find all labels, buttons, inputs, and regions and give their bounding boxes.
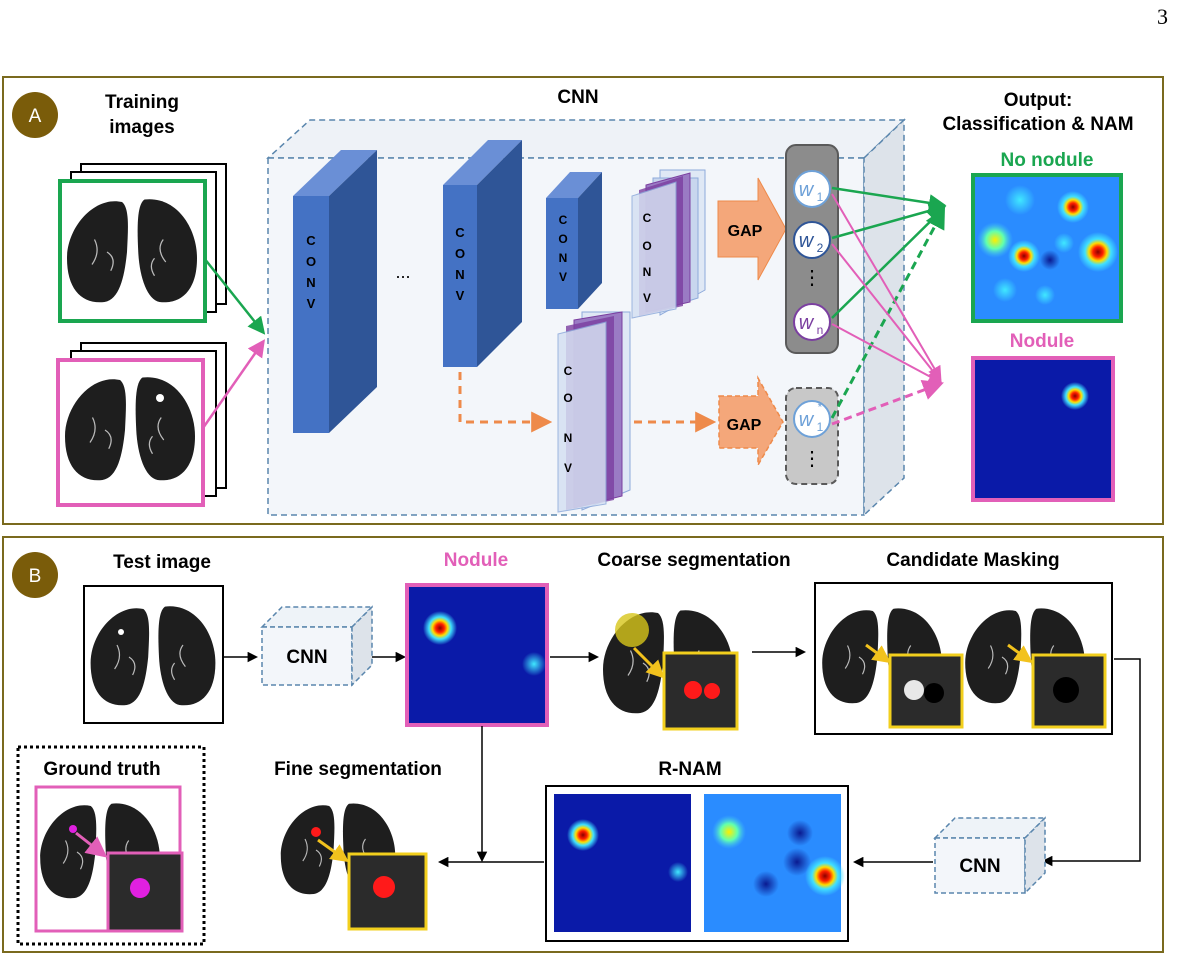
conv-block-2: C O N V (443, 140, 522, 367)
heatmap-no-nodule (971, 173, 1123, 323)
weight-arrows (830, 186, 947, 426)
svg-text:w: w (799, 409, 815, 431)
gap-arrow-lower: GAP (718, 375, 784, 468)
ground-truth-box: Ground truth (16, 745, 206, 946)
svg-text:C: C (559, 213, 568, 227)
ellipsis-layers: ... (395, 262, 410, 282)
test-image-label: Test image (113, 552, 211, 573)
fine-segmentation-label: Fine segmentation (274, 759, 442, 780)
output-label-1: Output: (1004, 90, 1073, 111)
nodule-heatmap-b (405, 583, 549, 727)
orange-dashed-skip (458, 372, 553, 433)
weights-vdots-lower: ⋮ (802, 448, 822, 470)
svg-text:GAP: GAP (727, 417, 762, 434)
svg-text:w: w (799, 230, 815, 252)
svg-text:V: V (456, 288, 465, 303)
panel-a-frame (2, 76, 1164, 525)
svg-text:1: 1 (817, 190, 824, 204)
cnn-title: CNN (557, 87, 598, 108)
svg-text:O: O (455, 246, 465, 261)
svg-text:O: O (642, 239, 651, 253)
training-images-label-2: images (109, 117, 174, 138)
svg-text:2: 2 (817, 241, 824, 255)
svg-text:1: 1 (817, 420, 824, 434)
svg-text:N: N (643, 265, 652, 279)
panel-b-frame (2, 536, 1164, 953)
svg-text:CNN: CNN (959, 856, 1000, 877)
svg-text:O: O (558, 232, 567, 246)
gap-arrow-upper: GAP (717, 177, 787, 281)
svg-text:GAP: GAP (728, 223, 763, 240)
svg-text:N: N (455, 267, 464, 282)
svg-text:V: V (643, 291, 651, 305)
candidate-masking-box (814, 582, 1113, 735)
svg-text:N: N (306, 275, 315, 290)
svg-text:C: C (455, 225, 465, 240)
svg-text:n: n (817, 323, 824, 337)
svg-text:C: C (643, 211, 652, 225)
weight-w2: w 2 (793, 221, 831, 259)
nodule-label-b: Nodule (444, 550, 508, 571)
conv-block-3: C O N V (546, 172, 602, 309)
coarse-segmentation-label: Coarse segmentation (597, 550, 790, 571)
conv-block-4-stacked: C O N V (631, 169, 706, 319)
svg-text:N: N (564, 431, 573, 445)
svg-text:*: * (818, 400, 823, 414)
rnam-box (545, 785, 849, 942)
svg-text:V: V (564, 461, 572, 475)
training-stack-nodule (56, 342, 227, 507)
arrow-pink-input (201, 339, 266, 429)
panel-a-badge-letter: A (29, 106, 42, 127)
arrow-green-input (203, 257, 266, 335)
heatmap-nodule (971, 356, 1115, 502)
training-stack-no-nodule (58, 163, 227, 323)
svg-text:O: O (563, 391, 572, 405)
coarse-segmentation-image (602, 609, 739, 731)
fine-segmentation-image (280, 802, 428, 931)
svg-text:V: V (559, 270, 567, 284)
svg-text:C: C (564, 364, 573, 378)
weight-wn: w n (793, 303, 831, 341)
cnn-small-box-2: CNN (933, 816, 1047, 895)
training-images-label-1: Training (105, 92, 179, 113)
panel-b-badge (12, 552, 58, 598)
svg-text:C: C (306, 233, 316, 248)
page-number: 3 (1157, 4, 1168, 29)
panel-b-badge-letter: B (29, 566, 42, 587)
svg-text:w: w (799, 179, 815, 201)
svg-text:Ground truth: Ground truth (43, 759, 160, 780)
svg-text:V: V (307, 296, 316, 311)
candidate-masking-label: Candidate Masking (886, 550, 1059, 571)
weight-w1: w 1 (793, 170, 831, 208)
weight-w1-star: w 1 * (793, 400, 831, 438)
rnam-label: R-NAM (658, 759, 721, 780)
conv-block-1: C O N V (293, 150, 377, 433)
panel-a-badge (12, 92, 58, 138)
nodule-label-a: Nodule (1010, 331, 1074, 352)
conv-block-5-stacked: C O N V (557, 311, 631, 513)
svg-text:O: O (306, 254, 316, 269)
output-label-2: Classification & NAM (942, 114, 1133, 135)
test-image (83, 585, 224, 724)
no-nodule-label: No nodule (1001, 150, 1094, 171)
arrow-candidate-down-to-cnn (1041, 658, 1141, 867)
weights-vdots-upper: ⋮ (802, 267, 822, 289)
svg-text:CNN: CNN (286, 647, 327, 668)
svg-text:N: N (559, 251, 568, 265)
svg-text:w: w (799, 312, 815, 334)
cnn-small-box-1: CNN (260, 605, 374, 687)
